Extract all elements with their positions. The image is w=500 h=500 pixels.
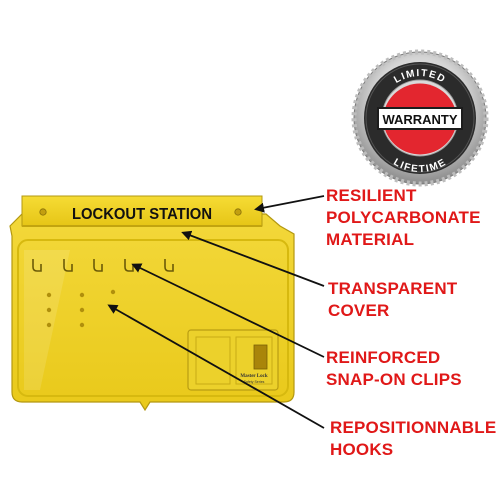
hook xyxy=(93,259,103,272)
callout-line: REINFORCED xyxy=(326,348,441,367)
arrow-resilient xyxy=(254,195,325,213)
callout-line: TRANSPARENT xyxy=(328,279,458,298)
callout-repositionnable-hooks: REPOSITIONNABLE HOOKS xyxy=(330,417,496,461)
brand-mark-line2: Safety Series xyxy=(244,380,265,384)
badge-center-text: WARRANTY xyxy=(382,112,457,127)
hook xyxy=(32,259,42,272)
callout-line: REPOSITIONNABLE xyxy=(330,418,497,437)
peg-hole xyxy=(110,289,116,295)
brand-mark-line1: Master Lock xyxy=(240,374,267,379)
callout-line: RESILIENT xyxy=(326,186,417,205)
peg-hole xyxy=(79,292,85,298)
header-label: LOCKOUT STATION xyxy=(72,206,212,223)
hook xyxy=(164,259,174,272)
hook xyxy=(63,259,73,272)
mount-hole-right xyxy=(234,208,242,216)
callout-line: SNAP-ON CLIPS xyxy=(326,370,462,389)
callout-line: COVER xyxy=(328,301,390,320)
hook-row xyxy=(32,259,174,272)
arrow-transparent xyxy=(181,230,325,287)
callout-line: MATERIAL xyxy=(326,230,415,249)
badge-red-bottom xyxy=(384,126,456,155)
callout-snap-on-clips: REINFORCED SNAP-ON CLIPS xyxy=(326,347,462,391)
peg-hole xyxy=(46,292,52,298)
badge-banner xyxy=(377,107,463,130)
inner-panel xyxy=(17,239,289,397)
callout-resilient-polycarbonate: RESILIENT POLYCARBONATE MATERIAL xyxy=(326,185,481,251)
mount-hole-left xyxy=(39,208,47,216)
peg-hole xyxy=(46,322,52,328)
tag-icon xyxy=(253,344,268,370)
callout-transparent-cover: TRANSPARENT COVER xyxy=(328,278,457,322)
tag-pocket: Master Lock Safety Series xyxy=(187,329,279,391)
badge-red-top xyxy=(384,83,456,112)
callout-arrows xyxy=(107,195,325,429)
arrow-clips xyxy=(131,263,325,358)
warranty-badge: WARRANTY LIMITED LIFETIME xyxy=(351,49,489,187)
peg-hole xyxy=(79,307,85,313)
peg-hole xyxy=(79,322,85,328)
callout-line: POLYCARBONATE xyxy=(326,208,481,227)
hook xyxy=(124,259,134,272)
lockout-station-board: LOCKOUT STATION Master Lock xyxy=(9,195,295,412)
peg-hole xyxy=(46,307,52,313)
callout-line: HOOKS xyxy=(330,440,394,459)
arrow-hooks xyxy=(107,304,325,429)
